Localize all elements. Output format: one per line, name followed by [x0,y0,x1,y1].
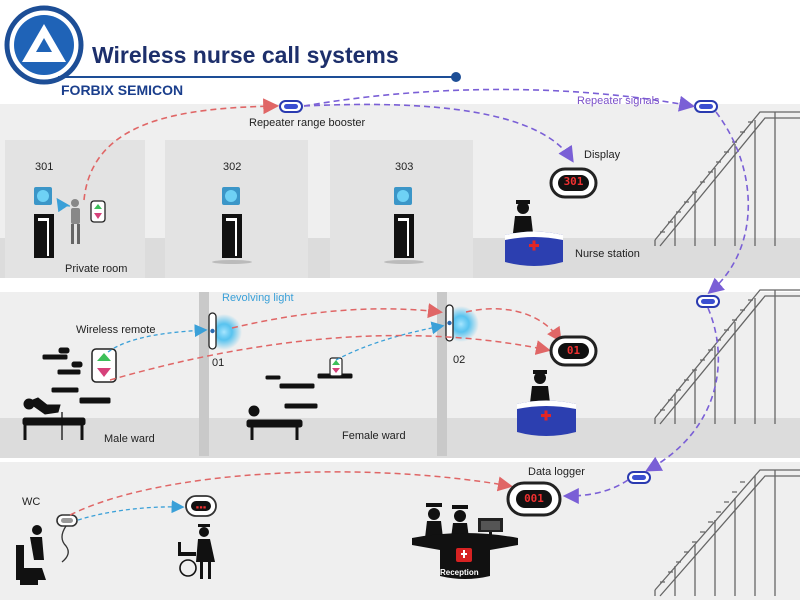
wireless-remote-room-icon [90,200,106,223]
forbix-logo-icon [4,5,84,85]
ward-nurse-figure-icon [530,370,550,403]
stairs-floor-2 [654,289,800,425]
reception-label: Reception [440,568,479,577]
male-ward-beds-icon [22,347,111,440]
repeater-device-lower-right-icon [627,471,651,484]
signal-room-to-repeater [83,98,280,201]
wc-call-device-icon [56,514,78,563]
wc-label: WC [22,496,41,508]
patient-figure-icon [71,199,80,244]
revolving-light-02-icon [443,304,479,342]
ward-nurse-desk-icon [517,400,576,436]
wireless-remote-ward-icon [91,348,117,383]
repeater-booster-label: Repeater range booster [249,117,366,129]
brand-name: FORBIX SEMICON [61,82,184,98]
data-logger-label: Data logger [528,466,585,478]
room-number-302: 302 [223,161,242,173]
display-label: Display [584,149,621,161]
female-ward-beds-icon [246,373,353,440]
female-ward-label: Female ward [342,430,406,442]
stairs-floor-3 [654,111,800,247]
signal-repeater-down-2 [645,307,720,472]
nurse-figure-icon [513,200,533,233]
floor-1-background [0,462,800,600]
repeater-booster-device-icon [279,100,303,113]
toilet-person-icon [16,525,46,585]
female-remote-to-light-signal [335,321,445,361]
signal-repeater-to-logger [562,479,629,504]
wireless-remote-label: Wireless remote [76,324,156,336]
title-underline-dot [451,72,461,82]
data-logger-device [506,481,562,517]
signal-ward-to-display [109,334,551,381]
nurse-station-desk-icon [505,231,563,266]
room-number-303: 303 [395,161,414,173]
light-id-01: 01 [212,357,225,369]
repeater-device-middle-right-icon [696,295,720,308]
light-id-02: 02 [453,354,466,366]
stairs-floor-1 [654,469,800,597]
floor-2-shadow [0,418,800,458]
data-logger-readout: 001 [524,492,544,505]
wc-to-pager-signal [77,500,185,521]
wireless-remote-female-icon [329,357,343,377]
wc-to-logger-signal [69,471,513,516]
room-call-signal [56,197,71,213]
remote-to-light-signal [107,324,208,353]
room-number-301: 301 [35,161,54,173]
svg-text:▪▪▪: ▪▪▪ [196,504,207,511]
revolving-light-label: Revolving light [222,292,294,304]
room-301 [5,140,145,278]
signal-light01-to-light02 [231,303,443,329]
revolving-light-01-icon [206,312,242,350]
display-301-device [549,167,598,199]
room-303 [330,140,473,278]
male-ward-label: Male ward [104,433,155,445]
room-302 [165,140,308,278]
display-301-readout: 301 [563,175,584,188]
display-01-readout: 01 [566,344,581,357]
nurse-wheelchair-icon [178,524,215,579]
repeater-signals-label: Repeater signals [577,95,660,107]
pager-device-icon: ▪▪▪ [185,495,217,517]
ward-divider-2 [437,292,447,456]
nurse-station-label: Nurse station [575,248,640,260]
private-room-label: Private room [65,263,128,275]
signal-repeater-down-1 [707,111,750,295]
page-title: Wireless nurse call systems [92,42,399,68]
ward-divider-1 [199,292,209,456]
signal-light02-to-display [465,308,562,343]
display-01-device [549,335,598,367]
reception-desk-icon [412,503,518,579]
repeater-device-top-right-icon [694,100,718,113]
